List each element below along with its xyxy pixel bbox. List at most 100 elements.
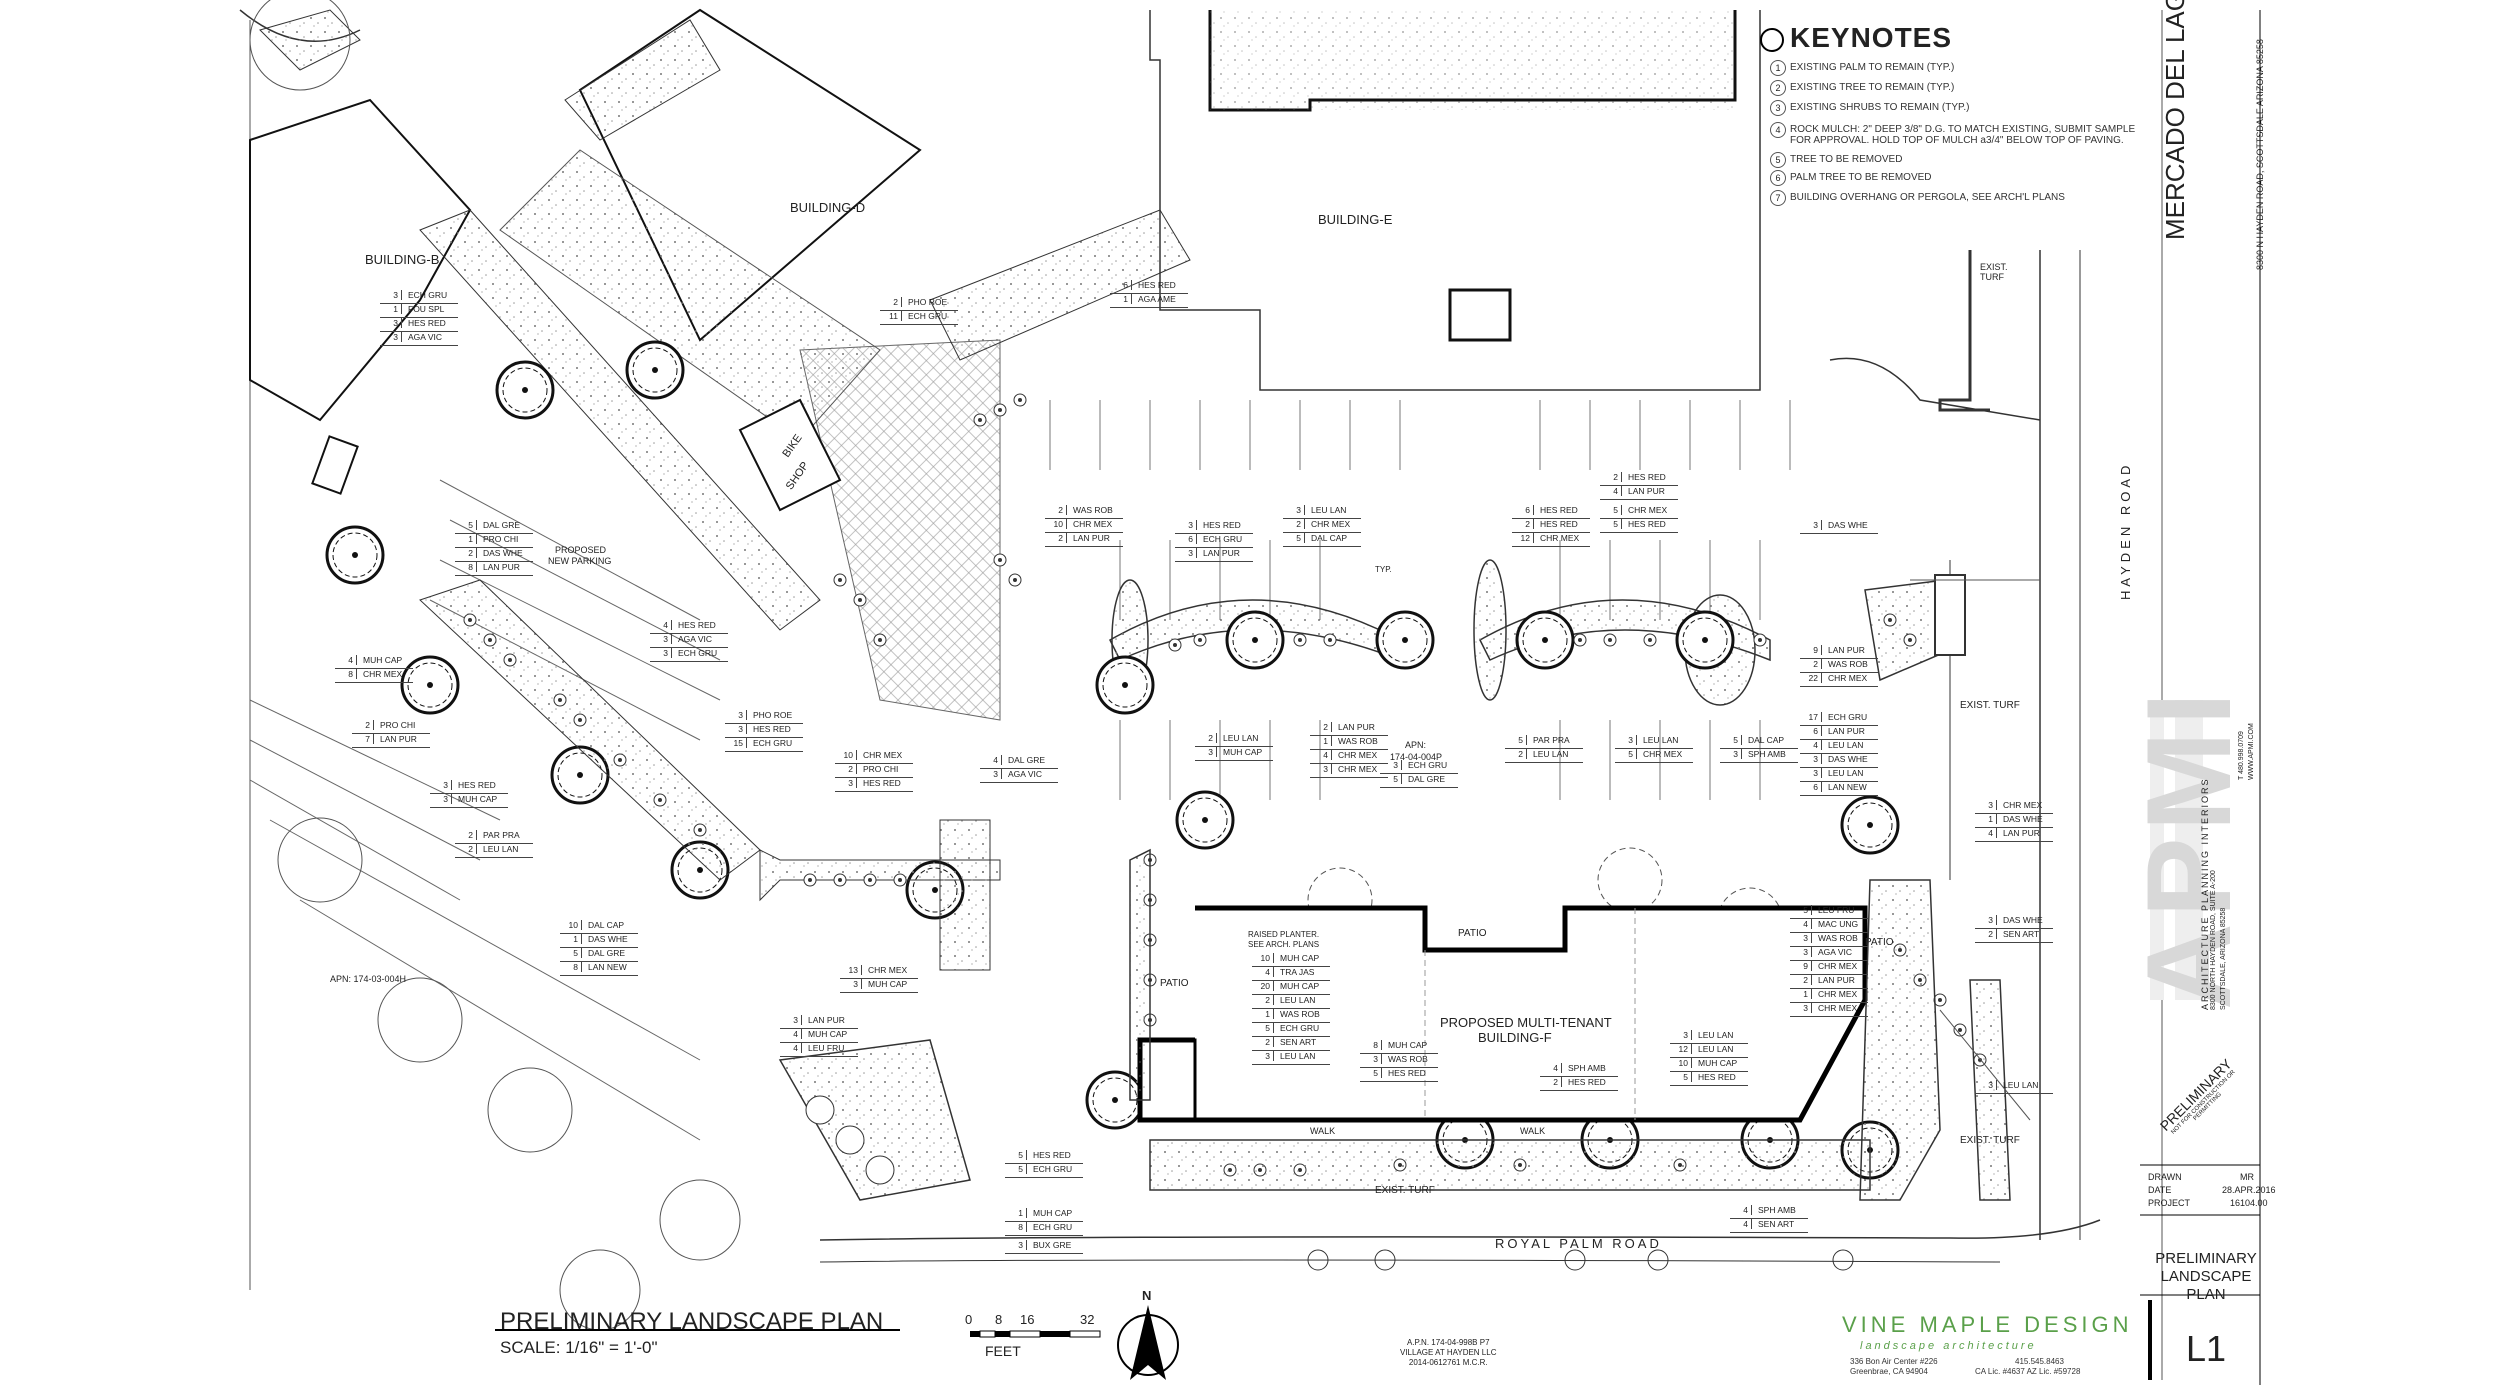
- sw-planters: [778, 1039, 971, 1201]
- plant-code: LEU LAN: [1698, 1044, 1734, 1054]
- title-block: [2140, 10, 2261, 1385]
- building-f-label-1: PROPOSED MULTI-TENANT: [1440, 1015, 1612, 1030]
- plant-quantity: 4: [1790, 919, 1812, 929]
- plant-quantity: 5: [1670, 1072, 1692, 1082]
- plant-quantity: 7: [352, 734, 374, 744]
- project-name: MERCADO DEL LAGO: [2160, 0, 2190, 240]
- plant-code: LEU LAN: [483, 844, 519, 854]
- typ-label: TYP.: [1375, 565, 1392, 574]
- building-b-label: BUILDING-B: [365, 252, 440, 267]
- plant-quantity: 4: [1310, 750, 1332, 760]
- plant-quantity: 2: [1283, 519, 1305, 529]
- plant-code: FOU SPL: [408, 304, 445, 314]
- firm-address-2: Greenbrae, CA 94904: [1850, 1367, 1928, 1376]
- plant-quantity: 1: [560, 934, 582, 944]
- building-b: [249, 98, 472, 495]
- plant-code: DAL CAP: [1311, 533, 1348, 543]
- plant-quantity: 2: [1045, 505, 1067, 515]
- keynotes-icon: [1760, 28, 1784, 52]
- plant-quantity: 6: [1800, 726, 1822, 736]
- plant-code: CHR MEX: [1540, 533, 1580, 543]
- plant-quantity: 1: [1310, 736, 1332, 746]
- plant-code: DAS WHE: [1828, 754, 1868, 764]
- plant-quantity: 5: [1380, 774, 1402, 784]
- plant-quantity: 6: [1800, 782, 1822, 792]
- plant-code: MUH CAP: [1388, 1040, 1428, 1050]
- plant-code: LAN PUR: [1338, 722, 1375, 732]
- plant-code: LEU LAN: [1311, 505, 1347, 515]
- patio-label-2: PATIO: [1160, 978, 1189, 989]
- plant-quantity: 3: [1615, 735, 1637, 745]
- patio-label-3: PATIO: [1865, 937, 1894, 948]
- plant-code: AGA VIC: [1818, 947, 1853, 957]
- parcel-note-1: A.P.N. 174-04-998B P7: [1406, 1338, 1490, 1347]
- raised-planter-label-2: SEE ARCH. PLANS: [1248, 940, 1320, 949]
- plant-code: LEU LAN: [1643, 735, 1679, 745]
- plant-quantity: 9: [1800, 645, 1822, 655]
- plant-quantity: 4: [980, 755, 1002, 765]
- plant-quantity: 20: [1252, 981, 1274, 991]
- plan-scale: SCALE: 1/16" = 1'-0": [500, 1338, 658, 1357]
- scalebar-unit: FEET: [985, 1343, 1021, 1359]
- exist-turf-label-2: EXIST. TURF: [1960, 1135, 2020, 1146]
- plant-quantity: 2: [1310, 722, 1332, 732]
- plant-code: LEU LAN: [1280, 995, 1316, 1005]
- plant-code: MUH CAP: [458, 794, 498, 804]
- plant-code: LEU FRU: [1818, 905, 1855, 915]
- plant-code: ECH GRU: [408, 290, 448, 300]
- plant-quantity: 1: [1005, 1208, 1027, 1218]
- drawn-label: DRAWN: [2148, 1172, 2182, 1182]
- plant-quantity: 4: [1730, 1205, 1752, 1215]
- sheet-title-1: PRELIMINARY: [2155, 1250, 2257, 1267]
- plant-quantity: 13: [840, 965, 862, 975]
- plant-code: CHR MEX: [363, 669, 403, 679]
- plant-code: ECH GRU: [753, 738, 793, 748]
- plant-code: CHR MEX: [1818, 1003, 1858, 1013]
- plant-code: BUX GRE: [1033, 1240, 1072, 1250]
- plant-quantity: 5: [1615, 749, 1637, 759]
- plant-quantity: 12: [1512, 533, 1534, 543]
- plant-quantity: 4: [1730, 1219, 1752, 1229]
- plant-quantity: 4: [1252, 967, 1274, 977]
- north-label: N: [1142, 1288, 1152, 1303]
- plant-code: LEU LAN: [1223, 733, 1259, 743]
- project-value: 16104.00: [2230, 1198, 2268, 1208]
- plant-code: DAS WHE: [588, 934, 628, 944]
- plant-quantity: 6: [1175, 534, 1197, 544]
- plant-quantity: 3: [1790, 947, 1812, 957]
- plant-quantity: 2: [1975, 929, 1997, 939]
- plant-quantity: 2: [455, 844, 477, 854]
- plant-code: SPH AMB: [1748, 749, 1786, 759]
- plant-quantity: 3: [1975, 1080, 1997, 1090]
- plant-quantity: 4: [650, 620, 672, 630]
- plant-code: MUH CAP: [1698, 1058, 1738, 1068]
- plant-quantity: 15: [725, 738, 747, 748]
- plant-quantity: 3: [380, 318, 402, 328]
- plant-code: WAS ROB: [1338, 736, 1378, 746]
- firm-tagline: landscape architecture: [1860, 1340, 2037, 1352]
- diagonal-walkway: [419, 149, 1191, 721]
